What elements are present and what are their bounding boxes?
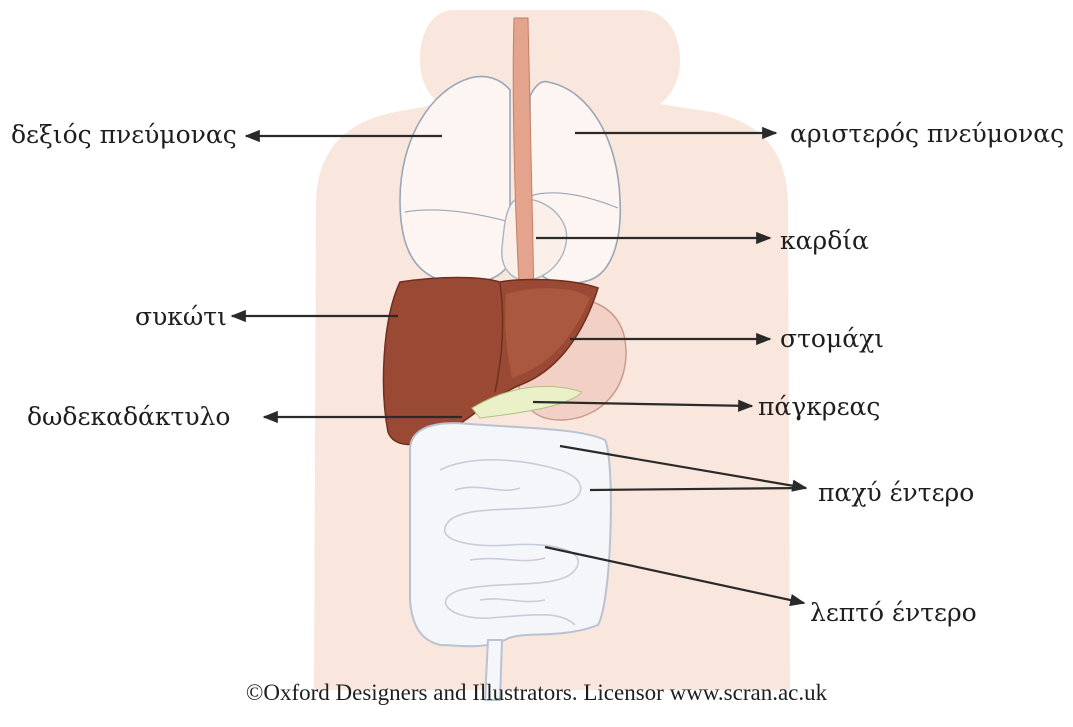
label-left-lung: αριστερός πνεύμονας (790, 121, 1064, 146)
label-liver: συκώτι (135, 304, 227, 329)
label-pancreas: πάγκρεας (758, 394, 880, 419)
label-stomach: στομάχι (780, 326, 884, 351)
label-large-intestine: παχύ έντερο (818, 480, 974, 505)
label-duodenum: δωδεκαδάκτυλο (27, 404, 230, 429)
image-credit: ©Oxford Designers and Illustrators. Lice… (0, 680, 1073, 706)
label-heart: καρδία (780, 228, 869, 253)
label-small-intestine: λεπτό έντερο (810, 600, 977, 625)
large-intestine (410, 423, 611, 646)
label-right-lung: δεξιός πνεύμονας (11, 122, 237, 147)
right-lung (400, 77, 510, 284)
